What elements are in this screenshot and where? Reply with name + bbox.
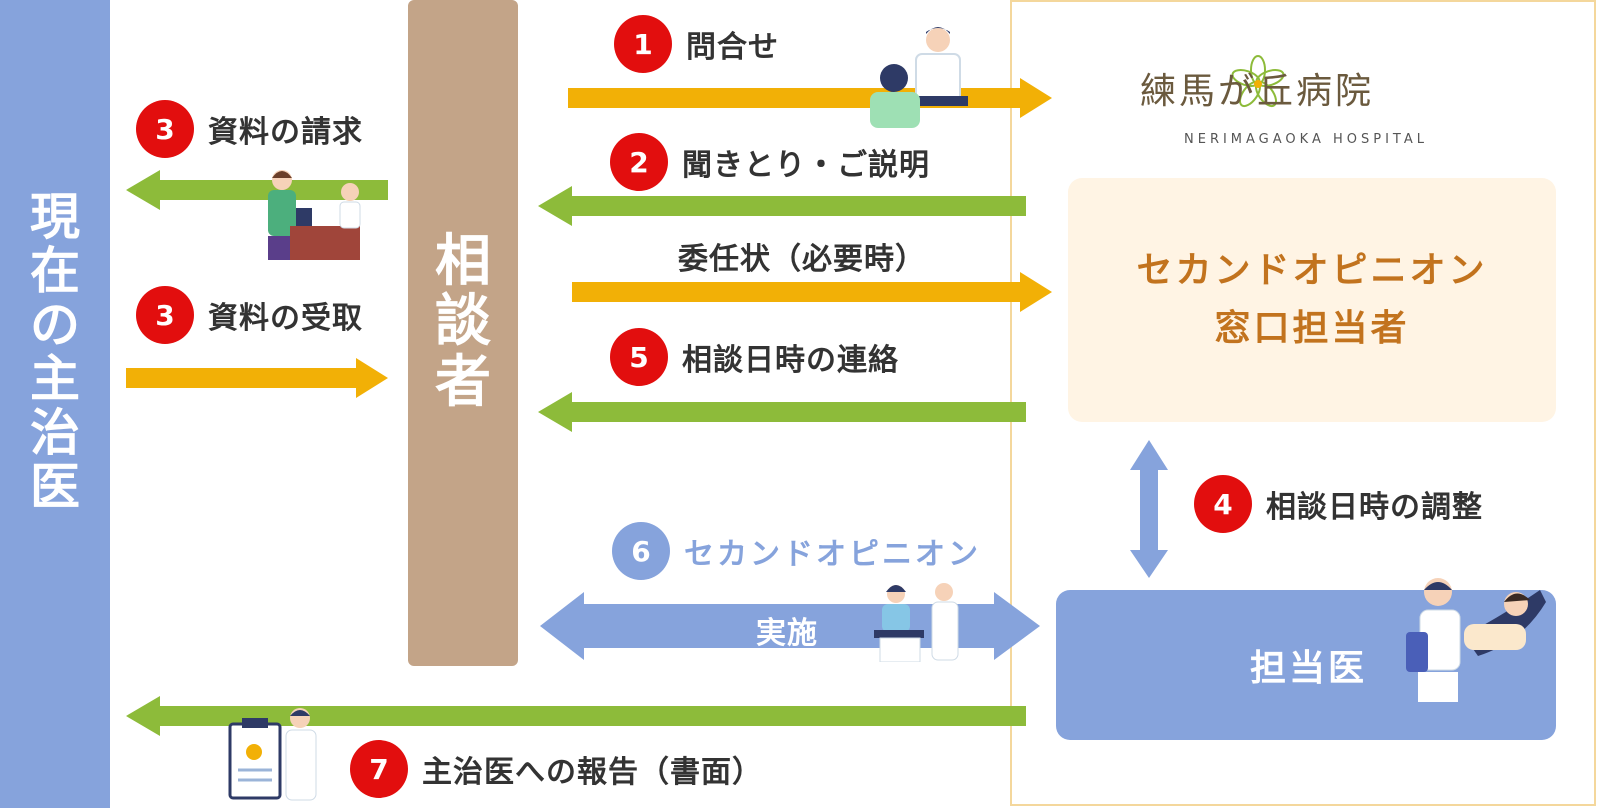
desk-box-line1: セカンドオピニオン xyxy=(1136,250,1488,292)
step-5-badge: 5 xyxy=(610,328,668,386)
doctor-box-label: 担当医 xyxy=(1250,648,1368,689)
reception-icon xyxy=(268,170,361,260)
step-3-receive-label: 資料の受取 xyxy=(208,301,363,336)
step-2-label: 聞きとり・ご説明 xyxy=(682,148,930,183)
step-4-label: 相談日時の調整 xyxy=(1266,490,1483,525)
step-4-badge: 4 xyxy=(1194,475,1252,533)
step-4: 4 相談日時の調整 xyxy=(1194,475,1483,533)
hospital-logo: 練馬が丘病院 NERIMAGAOKA HOSPITAL xyxy=(1140,48,1480,158)
step-3-request-label: 資料の請求 xyxy=(208,115,363,150)
current-doctor-char: 現 xyxy=(30,188,80,246)
arrow-explanation xyxy=(538,186,1026,226)
power-of-attorney-label: 委任状（必要時） xyxy=(678,242,926,277)
step-7-label: 主治医への報告（書面） xyxy=(422,755,763,790)
consultee-char: 談 xyxy=(435,289,491,355)
current-doctor-char: 主 xyxy=(30,350,80,408)
current-doctor-char: 治 xyxy=(30,404,80,462)
second-opinion-desk-box: セカンドオピニオン 窓口担当者 xyxy=(1068,178,1556,422)
consultee-column: 相 談 者 xyxy=(408,0,518,666)
doctor-patient-icon xyxy=(1406,578,1546,702)
step-6: 6 セカンドオピニオン xyxy=(612,522,981,580)
step-5: 5 相談日時の連絡 xyxy=(610,328,899,386)
step-3-request-badge: 3 xyxy=(136,100,194,158)
arrow-request-materials xyxy=(126,170,388,210)
step-1-label: 問合せ xyxy=(686,30,779,65)
arrow-power-of-attorney xyxy=(572,272,1052,312)
step-3-receive-badge: 3 xyxy=(136,286,194,344)
arrow-schedule-notice xyxy=(538,392,1026,432)
step-7-badge: 7 xyxy=(350,740,408,798)
consultee-char: 者 xyxy=(435,349,491,415)
current-doctor-char: 在 xyxy=(30,242,80,300)
current-doctor-column: 現 在 の 主 治 医 xyxy=(0,0,110,808)
step-7: 7 主治医への報告（書面） xyxy=(350,740,763,798)
step-3-request: 3 資料の請求 xyxy=(136,100,363,158)
doctor-in-charge-box: 担当医 xyxy=(1056,590,1556,740)
step-6-badge: 6 xyxy=(612,522,670,580)
consultee-char: 相 xyxy=(435,229,491,294)
hospital-name-roman: NERIMAGAOKA HOSPITAL xyxy=(1184,132,1428,147)
doctor-consultation-icon xyxy=(870,27,968,128)
desk-box-line2: 窓口担当者 xyxy=(1214,308,1410,349)
step-2: 2 聞きとり・ご説明 xyxy=(610,133,930,191)
hospital-name: 練馬が丘病院 xyxy=(1140,71,1375,112)
current-doctor-char: の xyxy=(30,296,80,354)
arrow-receive-materials xyxy=(126,358,388,398)
arrow-inquiry xyxy=(568,78,1052,118)
step-5-label: 相談日時の連絡 xyxy=(682,343,899,378)
flower-logo-icon xyxy=(1231,55,1285,108)
nurse-patient-icon xyxy=(874,583,959,662)
arrow-schedule-adjust xyxy=(1130,440,1168,578)
arrow-report xyxy=(126,696,1026,736)
implementation-label: 実施 xyxy=(756,616,818,651)
step-1-badge: 1 xyxy=(614,15,672,73)
step-3-receive: 3 資料の受取 xyxy=(136,286,363,344)
step-6-label: セカンドオピニオン xyxy=(684,537,981,572)
report-doctor-icon xyxy=(228,708,317,801)
step-2-badge: 2 xyxy=(610,133,668,191)
current-doctor-char: 医 xyxy=(30,458,80,516)
step-1: 1 問合せ xyxy=(614,15,779,73)
